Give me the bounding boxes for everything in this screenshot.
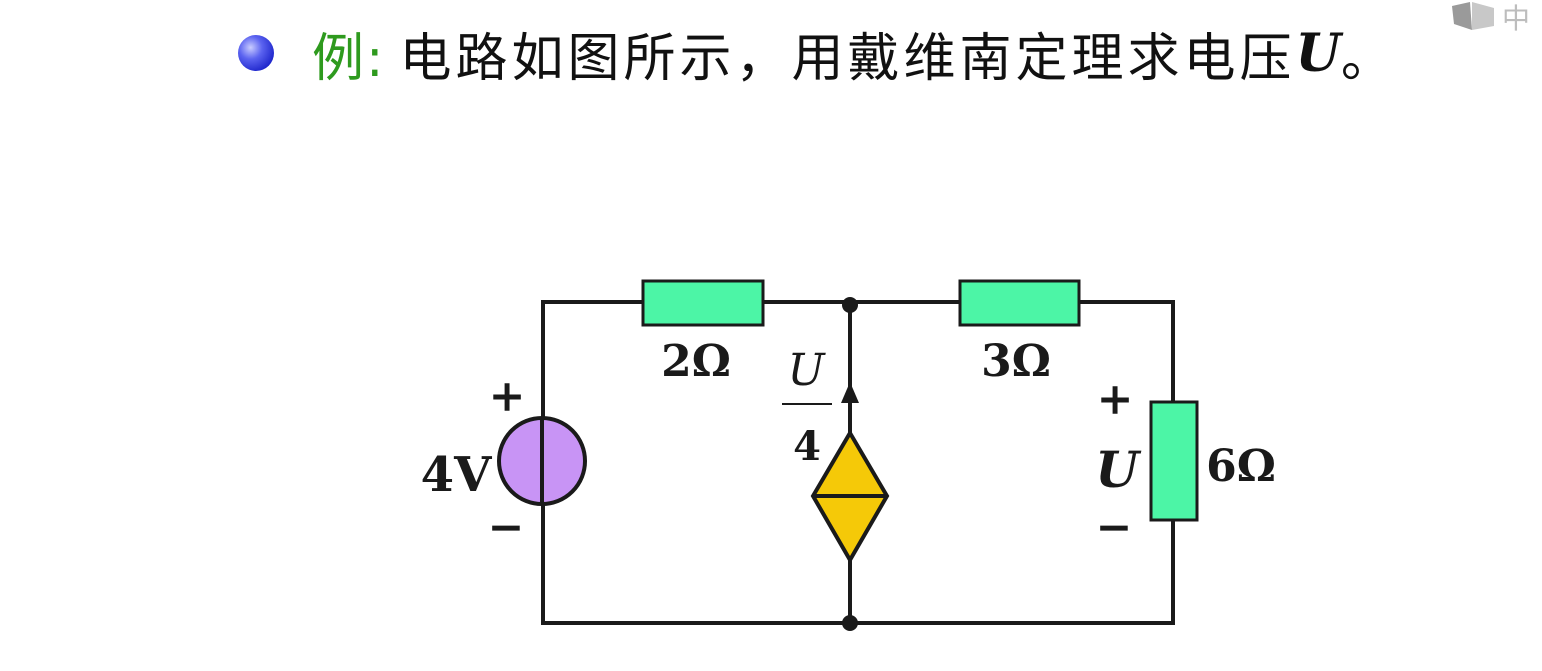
wires — [541, 300, 1175, 625]
example-label: 例: — [312, 28, 386, 89]
speaker-icon — [1452, 2, 1494, 30]
dependent-denominator: 4 — [793, 423, 821, 470]
output-minus-sign: − — [1096, 502, 1133, 553]
resistor-2ohm — [641, 279, 765, 327]
problem-text: 电路如图所示，用戴维南定理求电压 — [399, 28, 1296, 89]
label-2ohm: 2Ω — [661, 336, 731, 387]
output-voltage-var: U — [1095, 440, 1142, 499]
dependent-numerator: U — [787, 345, 826, 396]
corner-label: 中 — [1502, 2, 1531, 35]
label-3ohm: 3Ω — [981, 336, 1051, 387]
source-minus-sign: − — [488, 502, 525, 553]
current-arrow-icon — [841, 382, 859, 403]
resistor-3ohm — [958, 279, 1081, 327]
bullet-icon — [238, 35, 274, 71]
label-6ohm: 6Ω — [1206, 441, 1276, 492]
problem-variable: U — [1295, 22, 1341, 84]
source-plus-sign: + — [489, 371, 526, 422]
junction-bottom — [842, 615, 858, 631]
corner-widget[interactable]: 中 — [1450, 0, 1542, 35]
problem-end-punct: 。 — [1340, 28, 1393, 89]
resistor-6ohm — [1149, 400, 1199, 522]
problem-statement: 例: 电路如图所示，用戴维南定理求电压 U 。 — [238, 18, 1393, 89]
junction-top — [842, 297, 858, 313]
label-4v: 4V — [421, 447, 492, 503]
output-plus-sign: + — [1097, 374, 1134, 425]
